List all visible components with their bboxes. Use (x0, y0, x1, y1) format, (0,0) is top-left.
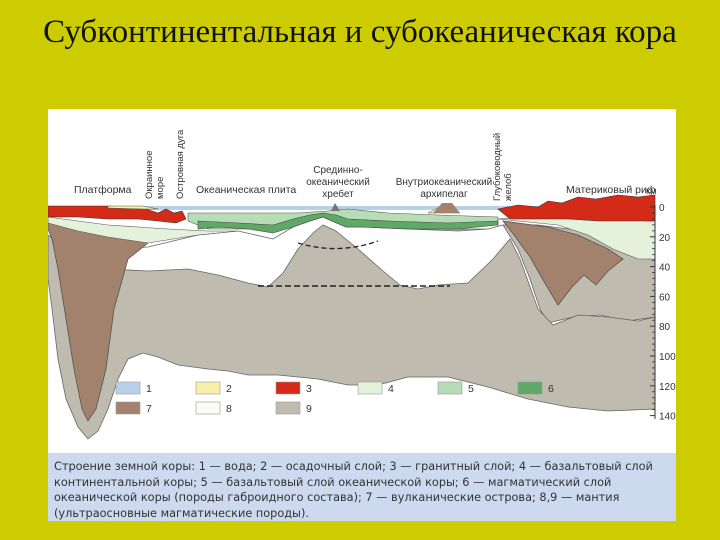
legend-number-3: 3 (306, 383, 312, 395)
legend-swatch-9 (275, 401, 301, 415)
legend-number-7: 7 (146, 403, 152, 415)
dashed-boundary-ridge (297, 240, 379, 250)
depth-tick-label: 80 (659, 322, 671, 333)
legend-swatch-8 (195, 401, 221, 415)
ridge-spike (331, 203, 340, 211)
water-layer (48, 206, 655, 210)
label-ridge: Срединно- океанический хребет (306, 165, 370, 200)
legend-swatch-5 (437, 381, 463, 395)
depth-tick-label: 140 (659, 412, 676, 423)
legend-number-2: 2 (226, 383, 232, 395)
label-archipelago: Внутриокеанический архипелаг (396, 177, 493, 200)
legend-swatch-2 (195, 381, 221, 395)
figure-caption: Строение земной коры: 1 — вода; 2 — осад… (48, 453, 676, 521)
depth-unit: км (646, 186, 657, 197)
legend-swatch-6 (517, 381, 543, 395)
depth-tick-label: 40 (659, 263, 671, 274)
svg-text:океанический: океанический (306, 177, 370, 188)
slide-title: Субконтинентальная и субокеаническая кор… (43, 14, 677, 50)
label-platform: Платформа (74, 184, 132, 196)
svg-text:море: море (155, 177, 166, 199)
depth-tick-label: 120 (659, 382, 676, 393)
legend-number-8: 8 (226, 403, 232, 415)
svg-text:хребет: хребет (322, 188, 354, 200)
archipelago-island (433, 203, 460, 213)
gabbro-layer (197, 212, 499, 234)
label-oceanic-plate: Океаническая плита (196, 184, 296, 196)
continental-basalt-left (48, 216, 239, 244)
depth-tick-label: 100 (659, 352, 676, 363)
label-marginal-sea: Окраинное море (144, 151, 166, 199)
depth-tick-label: 60 (659, 292, 671, 303)
legend-number-5: 5 (468, 383, 474, 395)
svg-text:желоб: желоб (503, 173, 514, 201)
crust-diagram: Платформа Окраинное море Островная дуга … (48, 109, 676, 521)
legend-swatch-3 (275, 381, 301, 395)
crust-cross-section: Платформа Окраинное море Островная дуга … (48, 129, 676, 440)
legend-number-4: 4 (388, 383, 394, 395)
legend-number-9: 9 (306, 403, 312, 415)
svg-text:Срединно-: Срединно- (313, 165, 362, 176)
legend-swatch-7 (115, 401, 141, 415)
label-reef: Материковый риф (566, 184, 656, 196)
depth-tick-label: 20 (659, 233, 671, 244)
svg-text:Глубоководный: Глубоководный (492, 133, 503, 201)
root-brown-right (502, 220, 624, 306)
svg-text:архипелаг: архипелаг (420, 189, 468, 200)
svg-text:Внутриокеанический: Внутриокеанический (396, 177, 493, 188)
legend-number-1: 1 (146, 383, 152, 395)
svg-text:Окраинное: Окраинное (144, 151, 155, 199)
legend: 1 2 3 4 5 6 7 8 9 (115, 381, 554, 415)
label-trench: Глубоководный желоб (492, 133, 514, 201)
depth-scale: км 0 20 40 60 80 100 120 140 (646, 186, 676, 423)
granite-left (48, 205, 187, 224)
depth-tick-label: 0 (659, 203, 665, 214)
legend-swatch-1 (115, 381, 141, 395)
legend-swatch-4 (357, 381, 383, 395)
label-island-arc: Островная дуга (175, 129, 186, 199)
granite-right (497, 194, 656, 222)
legend-number-6: 6 (548, 383, 554, 395)
